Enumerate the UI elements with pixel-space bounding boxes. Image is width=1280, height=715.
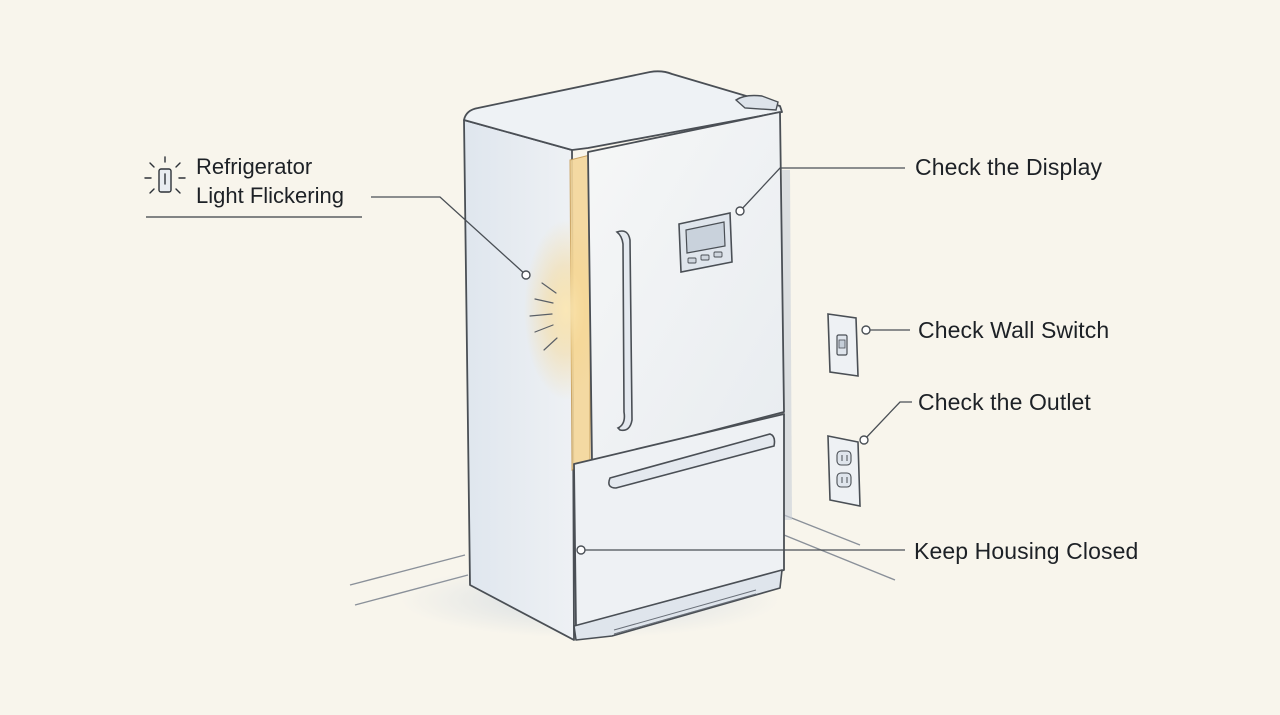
leader-display	[739, 167, 905, 212]
title-line-1: Refrigerator	[196, 154, 313, 179]
wall-switch	[827, 313, 859, 377]
callout-keep-housing-closed: Keep Housing Closed	[914, 538, 1139, 564]
light-bulb-flicker-icon	[144, 156, 186, 194]
wall-outlet	[827, 435, 861, 507]
top-button	[734, 94, 779, 111]
callout-check-outlet: Check the Outlet	[918, 389, 1091, 415]
glow-rays	[529, 282, 558, 351]
wall-edge	[782, 169, 792, 521]
leader-dots	[521, 206, 871, 555]
door-handle	[615, 230, 633, 432]
base-grille	[613, 589, 757, 631]
callout-check-display: Check the Display	[915, 154, 1103, 180]
callout-check-wall-switch: Check Wall Switch	[918, 317, 1110, 343]
freezer-drawer	[573, 413, 785, 629]
leader-outlet	[863, 401, 912, 441]
leader-lines	[371, 167, 912, 551]
base-grille	[613, 593, 757, 635]
upper-door	[587, 111, 785, 463]
fridge-top	[463, 70, 783, 151]
fridge-base	[573, 569, 783, 641]
display-panel	[678, 212, 733, 273]
title-line-2: Light Flickering	[196, 183, 344, 208]
drawer-handle	[608, 433, 776, 489]
light-glow	[524, 220, 608, 400]
leader-title	[371, 196, 527, 276]
